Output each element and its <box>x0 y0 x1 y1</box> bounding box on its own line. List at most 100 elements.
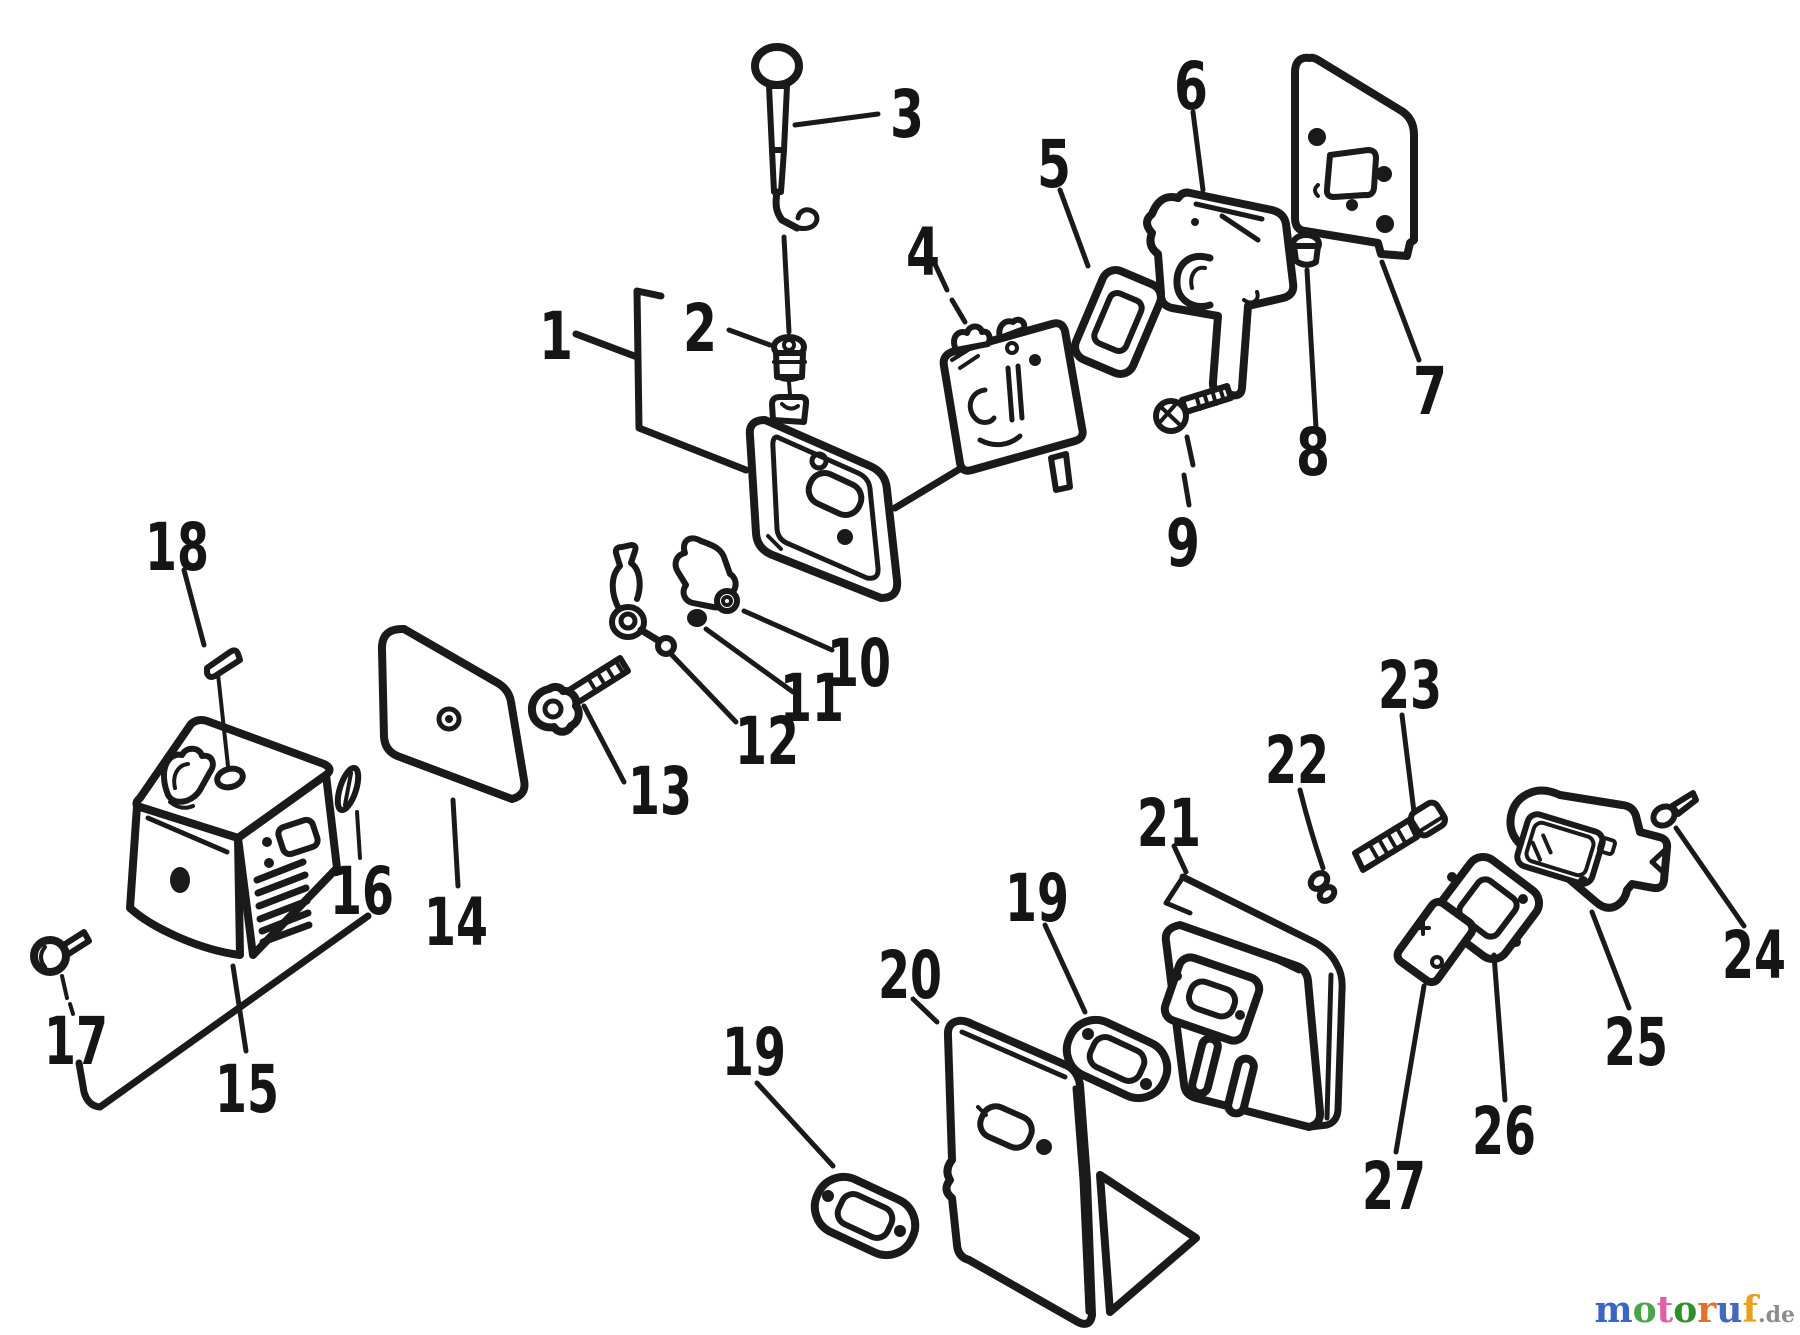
bracket-plate-fold <box>1072 1085 1091 1315</box>
leader-line-6 <box>1190 109 1206 193</box>
screw13-threads <box>586 658 625 693</box>
screw17-head <box>30 936 70 976</box>
part-20-muffler-bracket <box>942 1016 1200 1328</box>
muffler-slot-2 <box>1224 1054 1258 1118</box>
part-label-21: 21 <box>1137 785 1201 862</box>
part-label-6: 6 <box>1174 48 1208 125</box>
part-label-17: 17 <box>44 1003 108 1080</box>
cover-inner-border <box>770 434 881 581</box>
leader-line-19-left <box>754 1080 836 1169</box>
cover25-boss <box>1514 811 1606 887</box>
spacer-bore-inner <box>1189 265 1207 290</box>
part-label-22: 22 <box>1265 722 1329 799</box>
part-label-12: 12 <box>735 703 799 780</box>
filter-ring <box>436 706 462 732</box>
part-22-screw <box>1307 870 1338 904</box>
gasket5-hole <box>1091 289 1145 355</box>
lever-arm <box>637 626 663 645</box>
gasket19L-hole-1 <box>822 1190 834 1202</box>
muffler-depth-outline <box>1179 873 1346 1131</box>
leader-line-14 <box>450 797 461 889</box>
cover-dot-2 <box>264 858 274 868</box>
carb-ear-left <box>951 323 993 353</box>
plate27-cross <box>1415 920 1431 936</box>
gasket7-hole-4 <box>1376 215 1394 233</box>
lever-fork <box>609 542 643 612</box>
gasket7-center-hole <box>1323 147 1379 200</box>
pin-line <box>342 771 354 807</box>
leader-line-18 <box>181 567 207 648</box>
leader-line-21 <box>1171 843 1189 875</box>
wm-letter-f: f <box>1742 1289 1760 1331</box>
leader-line-26 <box>1491 952 1508 1103</box>
part-6-intake-spacer <box>1143 188 1298 400</box>
part-3-choke-rod <box>751 43 820 335</box>
part-13-cover-screw <box>527 655 631 736</box>
spacer-diagonal <box>1219 213 1261 243</box>
gasket7-hole-1 <box>1308 128 1326 146</box>
part-15-engine-cover <box>126 716 341 959</box>
gasket26-dot-2 <box>1518 894 1528 904</box>
part-16-pin <box>334 764 362 814</box>
muffler-side-inner <box>1324 972 1334 1121</box>
part-27-arrestor-plate <box>1393 897 1477 987</box>
leader-line-15 <box>230 963 249 1054</box>
cover-nipple-detail <box>780 402 800 411</box>
cover-dot-1 <box>262 837 272 847</box>
wm-letter-o1: o <box>1633 1289 1657 1331</box>
cover-crease <box>145 815 230 855</box>
part-label-13: 13 <box>628 753 692 830</box>
cover-latch-inner <box>172 762 190 790</box>
part-label-16: 16 <box>330 853 394 930</box>
carb-bore-curve <box>967 387 997 425</box>
leader-line-9 <box>1181 434 1196 508</box>
wm-letter-o2: o <box>1673 1289 1697 1331</box>
part-12-throttle-lever <box>609 542 677 657</box>
part-label-14: 14 <box>424 884 488 961</box>
motoruf-watermark-logo: motoruf.de <box>1595 1289 1795 1331</box>
part-19-gasket-right <box>1058 1011 1177 1108</box>
choke-rod-neck <box>769 147 787 195</box>
leader-line-8 <box>1304 267 1319 431</box>
muffler-dot-2 <box>1235 1010 1245 1020</box>
part-18-latch-chip <box>204 647 243 680</box>
filter-outline <box>377 624 529 803</box>
leader-line-11 <box>703 626 796 695</box>
gasket19R-hole-2 <box>1140 1078 1152 1090</box>
spacer-bore <box>1173 253 1214 310</box>
part-label-2: 2 <box>683 290 717 367</box>
part-label-19-right: 19 <box>1005 860 1069 937</box>
bracket-plate-dot <box>1036 1139 1052 1155</box>
part-label-27: 27 <box>1362 1148 1426 1225</box>
lever-hub <box>609 604 647 640</box>
nut-body <box>1291 243 1321 268</box>
leader-line-20 <box>910 996 940 1025</box>
part-5-carb-gasket <box>1071 266 1165 378</box>
part-label-25: 25 <box>1604 1004 1668 1081</box>
carb-body <box>939 319 1087 475</box>
cover-key-hole <box>214 765 246 791</box>
part-label-10: 10 <box>827 625 891 702</box>
gasket7-hole-2 <box>1376 166 1392 182</box>
part-4-carburetor <box>939 316 1087 493</box>
wm-letter-m: m <box>1595 1289 1633 1331</box>
part-label-24: 24 <box>1722 917 1786 994</box>
gasket26-dot-1 <box>1447 872 1457 882</box>
part-19-gasket-left <box>806 1168 925 1265</box>
carb-ear-right <box>996 316 1028 341</box>
leader-line-16 <box>355 810 362 860</box>
choke-plate-ring-hole <box>721 595 733 607</box>
carb-stub <box>1048 451 1073 493</box>
cover-vent-grille <box>253 858 313 946</box>
bracket-plate-notch <box>976 1105 988 1117</box>
grommet-body <box>773 350 806 380</box>
part-21-muffler <box>1160 873 1346 1131</box>
cover25-lug-notch <box>1649 846 1669 877</box>
part-label-1: 1 <box>539 298 573 375</box>
plate27-hole <box>1430 955 1444 969</box>
leader-line-10 <box>741 608 835 653</box>
spacer-outline <box>1143 188 1298 400</box>
cover25-square-hole <box>1597 836 1617 856</box>
spacer-curl <box>1242 290 1260 305</box>
